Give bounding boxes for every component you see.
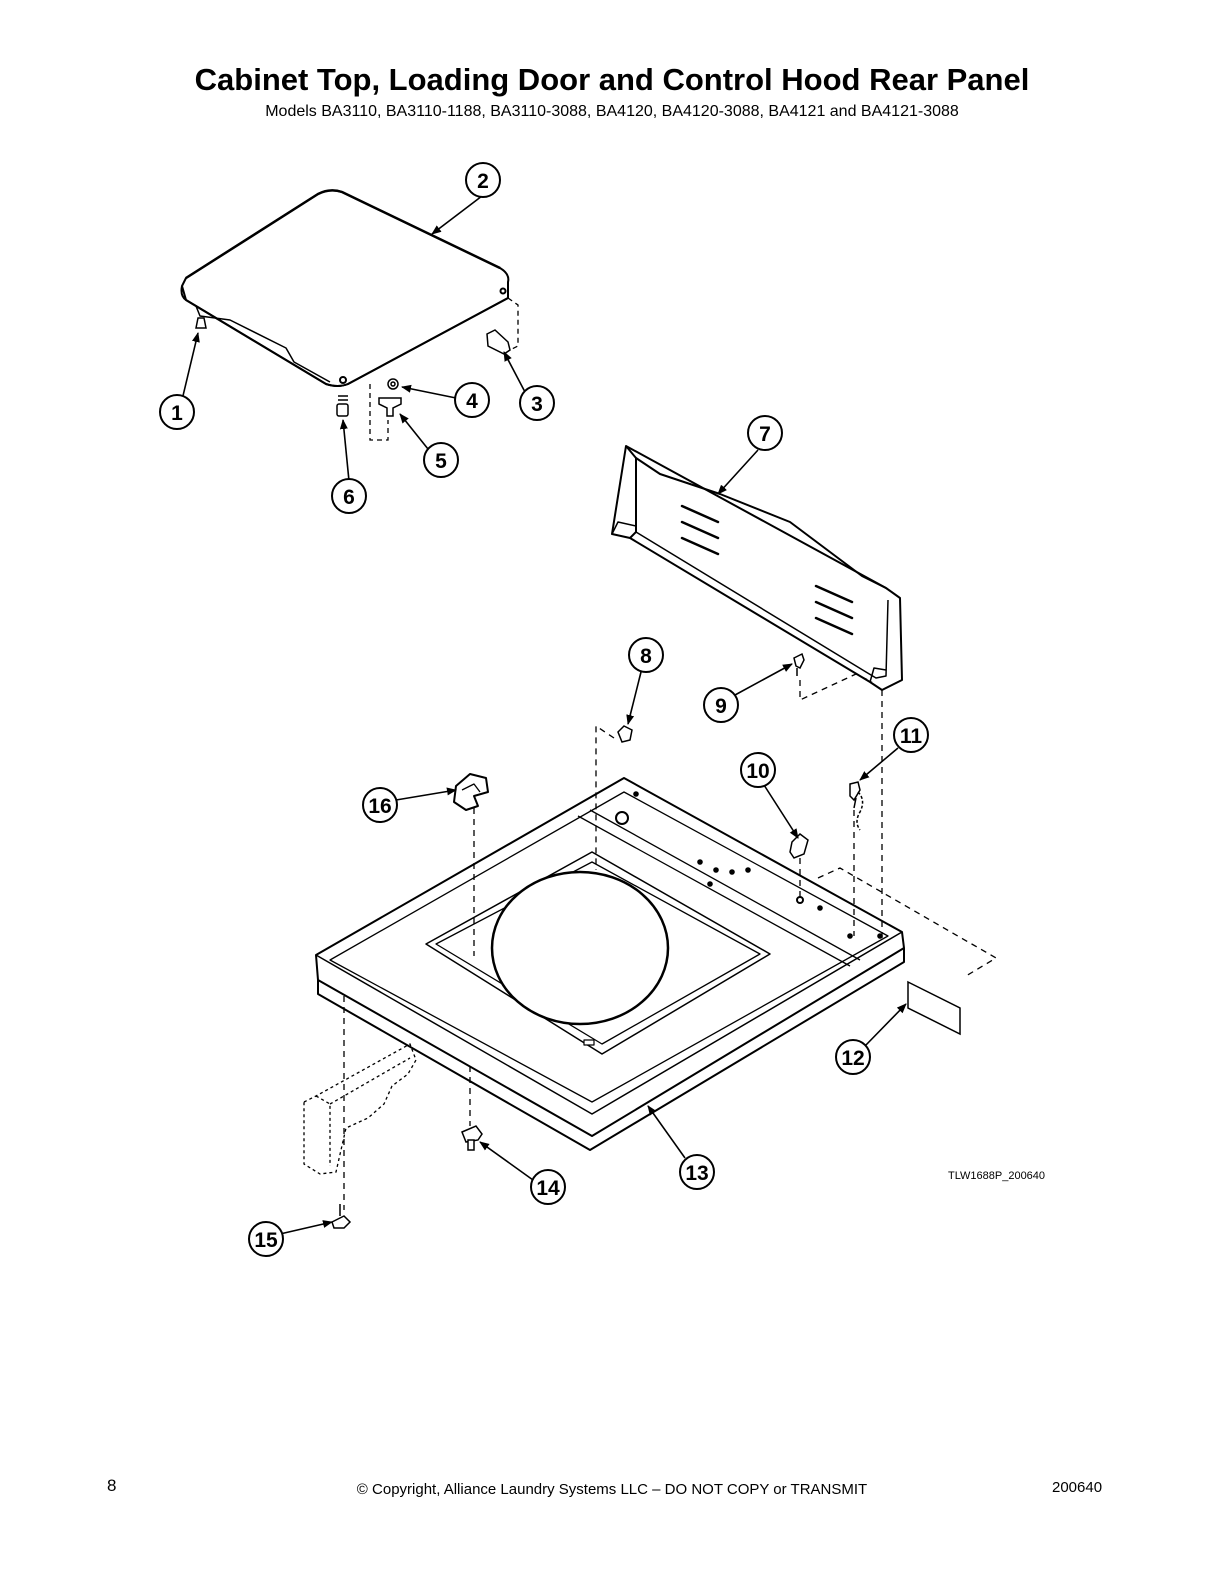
callout-11: 11 <box>893 717 929 753</box>
svg-text:13: 13 <box>685 1162 708 1185</box>
callout-10: 10 <box>740 752 776 788</box>
leader-arrows <box>181 195 907 1235</box>
callouts: 2 1 3 4 5 6 7 8 9 10 11 12 13 14 15 16 <box>159 162 929 1257</box>
svg-text:12: 12 <box>841 1047 864 1070</box>
rear-panel-vents <box>680 504 854 636</box>
models-subtitle: Models BA3110, BA3110-1188, BA3110-3088,… <box>265 103 959 120</box>
svg-text:2: 2 <box>477 170 489 193</box>
callout-9: 9 <box>703 687 739 723</box>
washer-screw-part <box>331 1204 352 1229</box>
document-code: 200640 <box>1052 1479 1103 1496</box>
page-title: Cabinet Top, Loading Door and Control Ho… <box>194 62 1030 97</box>
assembly-dashed-lines <box>343 673 998 1210</box>
latch-part <box>453 773 489 811</box>
svg-text:6: 6 <box>343 486 355 509</box>
drawing-code: TLW1688P_200640 <box>948 1170 1046 1182</box>
page-number: 8 <box>107 1476 117 1495</box>
svg-text:7: 7 <box>759 423 771 446</box>
svg-text:14: 14 <box>536 1177 560 1200</box>
callout-12: 12 <box>835 1039 871 1075</box>
svg-text:10: 10 <box>746 760 769 783</box>
callout-3: 3 <box>519 385 555 421</box>
callout-6: 6 <box>331 478 367 514</box>
callout-1: 1 <box>159 394 195 430</box>
loading-door-part <box>180 189 510 387</box>
clip-part <box>617 725 633 743</box>
callout-15: 15 <box>248 1221 284 1257</box>
ground-screw-part <box>849 781 864 831</box>
callout-13: 13 <box>679 1154 715 1190</box>
callout-5: 5 <box>423 442 459 478</box>
svg-text:11: 11 <box>900 725 923 748</box>
screw-part-9 <box>793 652 805 676</box>
callout-14: 14 <box>530 1169 566 1205</box>
svg-text:9: 9 <box>715 695 727 718</box>
callout-7: 7 <box>747 415 783 451</box>
svg-text:16: 16 <box>368 795 391 818</box>
copyright-notice: © Copyright, Alliance Laundry Systems LL… <box>356 1481 868 1498</box>
svg-text:15: 15 <box>254 1229 278 1252</box>
svg-text:8: 8 <box>640 645 652 668</box>
callout-4: 4 <box>454 382 490 418</box>
lid-small-parts <box>195 317 511 417</box>
lid-dashed-lines <box>369 297 519 441</box>
callout-16: 16 <box>362 787 398 823</box>
callout-8: 8 <box>628 637 664 673</box>
svg-text:4: 4 <box>466 390 478 413</box>
svg-text:1: 1 <box>171 402 183 425</box>
label-part <box>907 980 961 1036</box>
bracket-outline <box>303 1043 417 1175</box>
cabinet-top-part <box>315 777 905 1151</box>
hinge-clip-part <box>789 833 809 859</box>
callout-2: 2 <box>465 162 501 198</box>
push-fastener-part <box>461 1125 483 1151</box>
svg-text:3: 3 <box>531 393 543 416</box>
svg-text:5: 5 <box>435 450 447 473</box>
